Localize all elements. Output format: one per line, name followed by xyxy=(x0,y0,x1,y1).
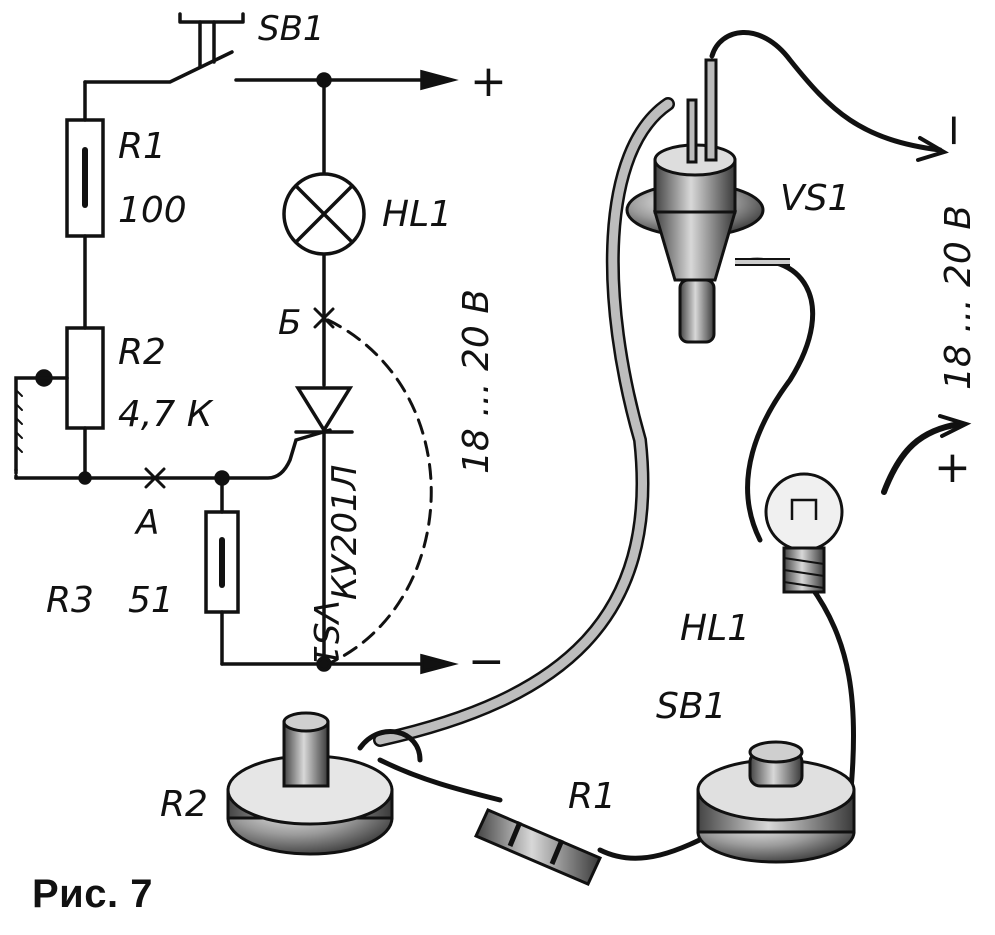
resistor-r1-symbol xyxy=(65,118,105,238)
r1-value: 100 xyxy=(118,190,187,231)
assembly-r1-label: R1 xyxy=(568,776,616,817)
r3-label: R3 xyxy=(46,580,94,621)
resistor-r3-symbol xyxy=(204,510,240,614)
assembly xyxy=(226,30,972,886)
bottom-rail xyxy=(220,653,459,675)
r2-wiper xyxy=(14,369,69,480)
point-a-label: А xyxy=(134,503,159,543)
assembly-sb1-label: SB1 xyxy=(656,686,726,727)
switch-sb1-symbol xyxy=(83,12,245,84)
r3-value: 51 xyxy=(128,580,174,621)
thyristor-vs1-part xyxy=(625,58,790,344)
potentiometer-r2-part xyxy=(226,711,394,856)
assembly-plus-label: + xyxy=(934,442,971,493)
resistor-r1-part xyxy=(473,808,603,886)
thyristor-vs1-symbol xyxy=(294,386,354,434)
figure-caption: Рис. 7 xyxy=(32,872,153,916)
assembly-r2-label: R2 xyxy=(160,784,208,825)
r2-value: 4,7 К xyxy=(118,394,214,435)
r1-label: R1 xyxy=(118,126,166,167)
switch-sb1-part xyxy=(696,740,856,864)
assembly-minus-label: − xyxy=(929,112,980,149)
thyristor-type-label: КУ201Л xyxy=(325,465,365,600)
assembly-hl1-label: HL1 xyxy=(680,608,750,649)
hl1-label: HL1 xyxy=(382,194,452,235)
dashed-jumper xyxy=(326,318,433,664)
minus-label: − xyxy=(468,636,505,687)
wires xyxy=(357,30,972,861)
voltage-label-schematic: 18 ... 20 В xyxy=(456,289,497,474)
point-b-mark xyxy=(313,307,335,329)
top-rail xyxy=(234,69,459,91)
lamp-hl1-part xyxy=(764,472,844,594)
point-b-label: Б xyxy=(278,303,301,343)
sb1-label: SB1 xyxy=(258,9,325,49)
middle-rail xyxy=(14,428,332,480)
assembly-vs1-label: VS1 xyxy=(780,178,850,219)
vs1-label: VS1 xyxy=(305,600,345,666)
lamp-hl1-symbol xyxy=(282,172,366,256)
r2-label: R2 xyxy=(118,332,166,373)
point-a-mark xyxy=(144,467,166,489)
resistor-r2-symbol xyxy=(65,326,105,430)
assembly-voltage-label: 18 ... 20 В xyxy=(938,205,979,390)
plus-label: + xyxy=(470,56,507,107)
schematic xyxy=(14,12,459,675)
